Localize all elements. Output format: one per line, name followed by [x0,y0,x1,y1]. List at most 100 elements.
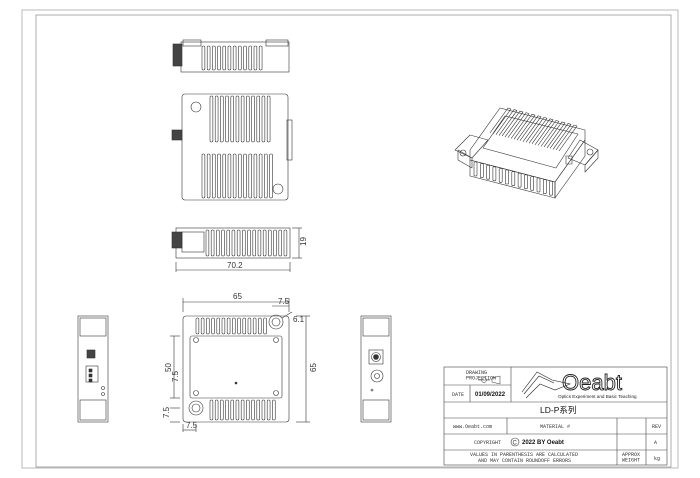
heatsink-fin [531,118,554,145]
heatsink-fin [530,176,535,191]
heatsink-fin [200,317,205,335]
rev-value: A [654,440,657,446]
heatsink-fin [247,317,252,335]
top-end-view [172,39,290,73]
dim-plan-height: 65 [309,363,318,372]
heatsink-fin [222,153,226,199]
dim-plan-width: 65 [233,292,242,301]
heatsink-fin [212,45,216,71]
heatsink-fin [237,317,241,335]
heatsink-fin [236,229,241,257]
heatsink-fin [225,95,229,143]
dim-hole-edge-left: 7.5 [186,421,198,430]
date-value: 01/09/2022 [475,392,506,398]
heatsink-fin [261,399,266,421]
heatsink-fin [232,45,237,71]
heatsink-fin [525,116,548,144]
dim-hole-offset-left: 7.5 [171,370,180,382]
heatsink-fin [262,229,267,257]
heatsink-fin [214,95,219,143]
heatsink-fin [479,163,484,178]
heatsink-fin [263,317,267,335]
dim-side-length: 70.2 [227,261,243,270]
heatsink-fin [543,121,566,149]
heatsink-fin [258,45,263,71]
heatsink-fin [221,317,226,335]
heatsink-fin [221,229,225,257]
heatsink-fin [511,171,516,186]
company-logo: Oeabt [562,370,622,395]
heatsink-fin [210,229,215,257]
heatsink-fin [206,45,211,71]
heatsink-fin [214,399,219,421]
heatsink-fin [268,229,272,257]
date-label: DATE [452,392,464,398]
inner-border [35,14,672,468]
material-label: MATERIAL # [540,424,570,430]
front-plan-view [171,93,293,201]
heatsink-fin [266,95,271,143]
copyright-value: 2022 BY Oeabt [522,440,564,446]
outer-border [21,9,679,469]
heatsink-fin [257,229,262,257]
heatsink-fin [256,399,260,421]
heatsink-fin [216,317,220,335]
heatsink-fin [238,45,242,71]
copyright-icon: C [510,437,520,447]
heatsink-fin [201,45,206,71]
heatsink-fin [555,124,578,152]
heatsink-fin [252,317,257,335]
heatsink-fin [246,399,250,421]
heatsink-fin [495,109,518,136]
part-title: LD-P系列 [540,405,576,415]
dim-hole-diameter: 6.1 [293,315,305,324]
heatsink-fin [537,120,560,147]
rev-label: REV [652,424,661,430]
heatsink-fin [195,317,200,335]
heatsink-fin [524,174,528,190]
heatsink-fin [231,229,236,257]
logo-tagline: Optics Experiment and Basic Teaching [558,394,637,399]
note-line2: AND MAY CONTAIN ROUNDOFF ERRORS [478,458,571,464]
weight-unit: kg [654,456,660,462]
projection-symbol-icon [478,375,501,385]
heatsink-fin [513,113,536,141]
heatsink-fin [519,115,542,142]
heatsink-fin [206,317,210,335]
dim-plan-inner-height: 50 [164,363,173,372]
heatsink-fin [220,399,224,421]
heatsink-fin [205,229,210,257]
heatsink-fin [206,153,211,199]
heatsink-fin [252,229,256,257]
heatsink-fin [222,45,226,71]
website: www.Oeabt.com [453,424,492,430]
heatsink-fin [209,95,214,143]
heatsink-fin [243,153,247,199]
heatsink-fin [264,153,268,199]
heatsink-fin [225,399,229,421]
heatsink-fin [272,399,276,421]
side-view [171,227,302,272]
svg-text:C: C [513,441,518,447]
heatsink-fin [501,110,524,138]
dim-side-height: 19 [299,237,308,246]
heatsink-fin [273,229,277,257]
heatsink-fin [266,399,271,421]
heatsink-fin [243,45,247,71]
heatsink-fin [246,95,250,143]
heatsink-fin [486,164,490,180]
heatsink-fin [227,153,232,199]
heatsink-fin [505,169,509,185]
heatsink-fin [220,95,224,143]
heatsink-fin [498,168,503,183]
heatsink-fin [489,107,512,135]
heatsink-fin [247,229,251,257]
heatsink-fin [216,229,220,257]
heatsink-fin [258,317,262,335]
heatsink-fin [230,399,234,421]
heatsink-fin [238,153,242,199]
heatsink-fin [253,45,258,71]
note-line1: VALUES IN PARENTHESIS ARE CALCULATED [470,452,578,458]
